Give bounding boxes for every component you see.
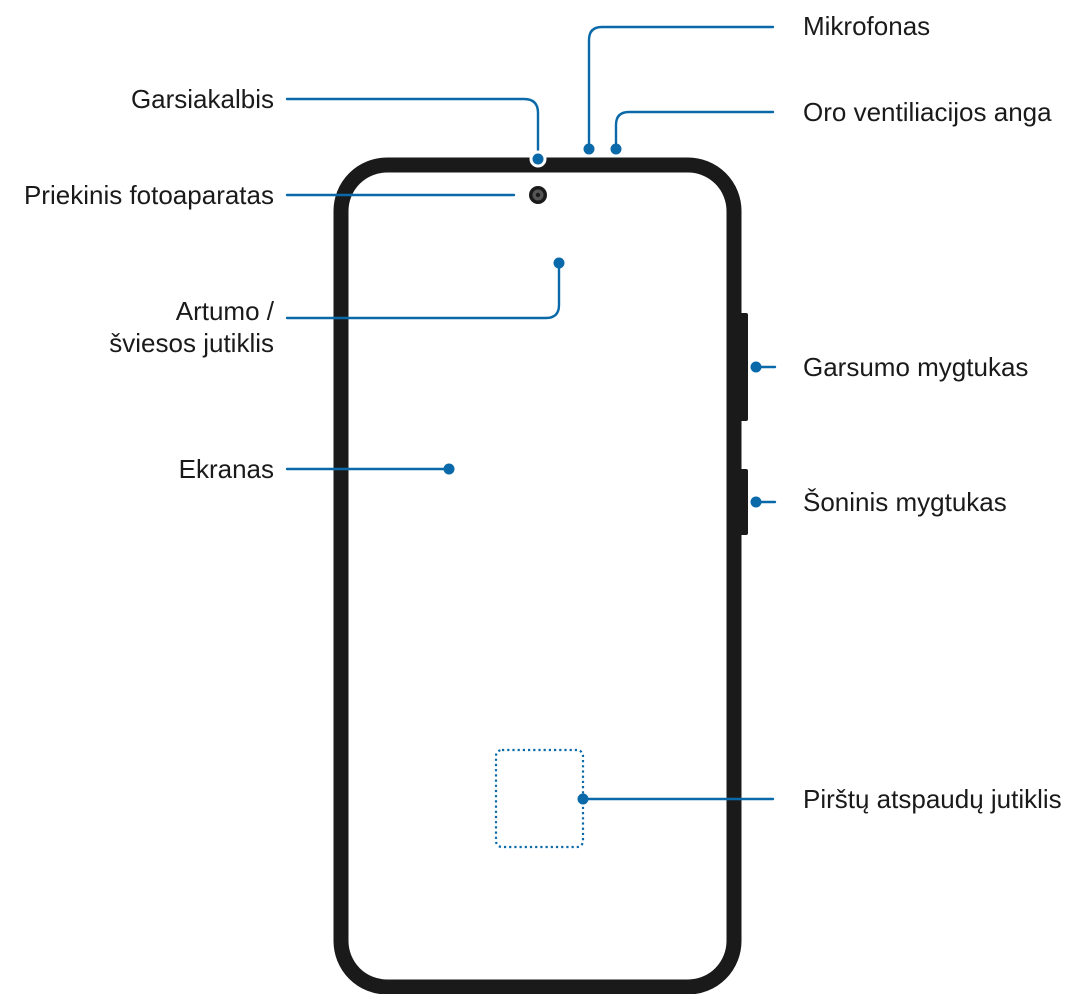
- oro-anga-label: Oro ventiliacijos anga: [803, 97, 1052, 127]
- mikrofonas-label: Mikrofonas: [803, 11, 931, 41]
- ekranas-label: Ekranas: [178, 454, 274, 484]
- artumo-jutiklis-dot: [553, 257, 565, 269]
- pirstu-jutiklis-label: Pirštų atspaudų jutiklis: [803, 784, 1062, 814]
- artumo-label-line1: Artumo /: [175, 296, 274, 326]
- pirstu-jutiklis-dot: [577, 793, 589, 805]
- camera-lens-icon: [529, 186, 547, 204]
- garsiakalbis-leader: [285, 97, 540, 157]
- garsumo-mygtukas-label: Garsumo mygtukas: [803, 352, 1029, 382]
- soninis-mygtukas-dot: [750, 496, 762, 508]
- garsumo-mygtukas-dot: [750, 361, 762, 373]
- fingerprint-sensor-area: [494, 748, 585, 849]
- garsiakalbis-dot: [529, 150, 547, 168]
- volume-button: [739, 313, 748, 421]
- garsiakalbis-label: Garsiakalbis: [130, 84, 274, 114]
- phone-frame: [333, 157, 742, 994]
- artumo-jutiklis-leader: [285, 261, 561, 320]
- artumo-label-line2: šviesos jutiklis: [109, 328, 274, 358]
- soninis-mygtukas-label: Šoninis mygtukas: [803, 487, 1007, 517]
- oro-anga-dot: [610, 143, 622, 155]
- priekinis-fotoaparatas-label: Priekinis fotoaparatas: [23, 180, 274, 210]
- mikrofonas-leader: [587, 25, 775, 151]
- side-button: [739, 469, 748, 535]
- oro-anga-leader: [614, 110, 775, 151]
- ekranas-dot: [443, 463, 455, 475]
- mikrofonas-dot: [583, 143, 595, 155]
